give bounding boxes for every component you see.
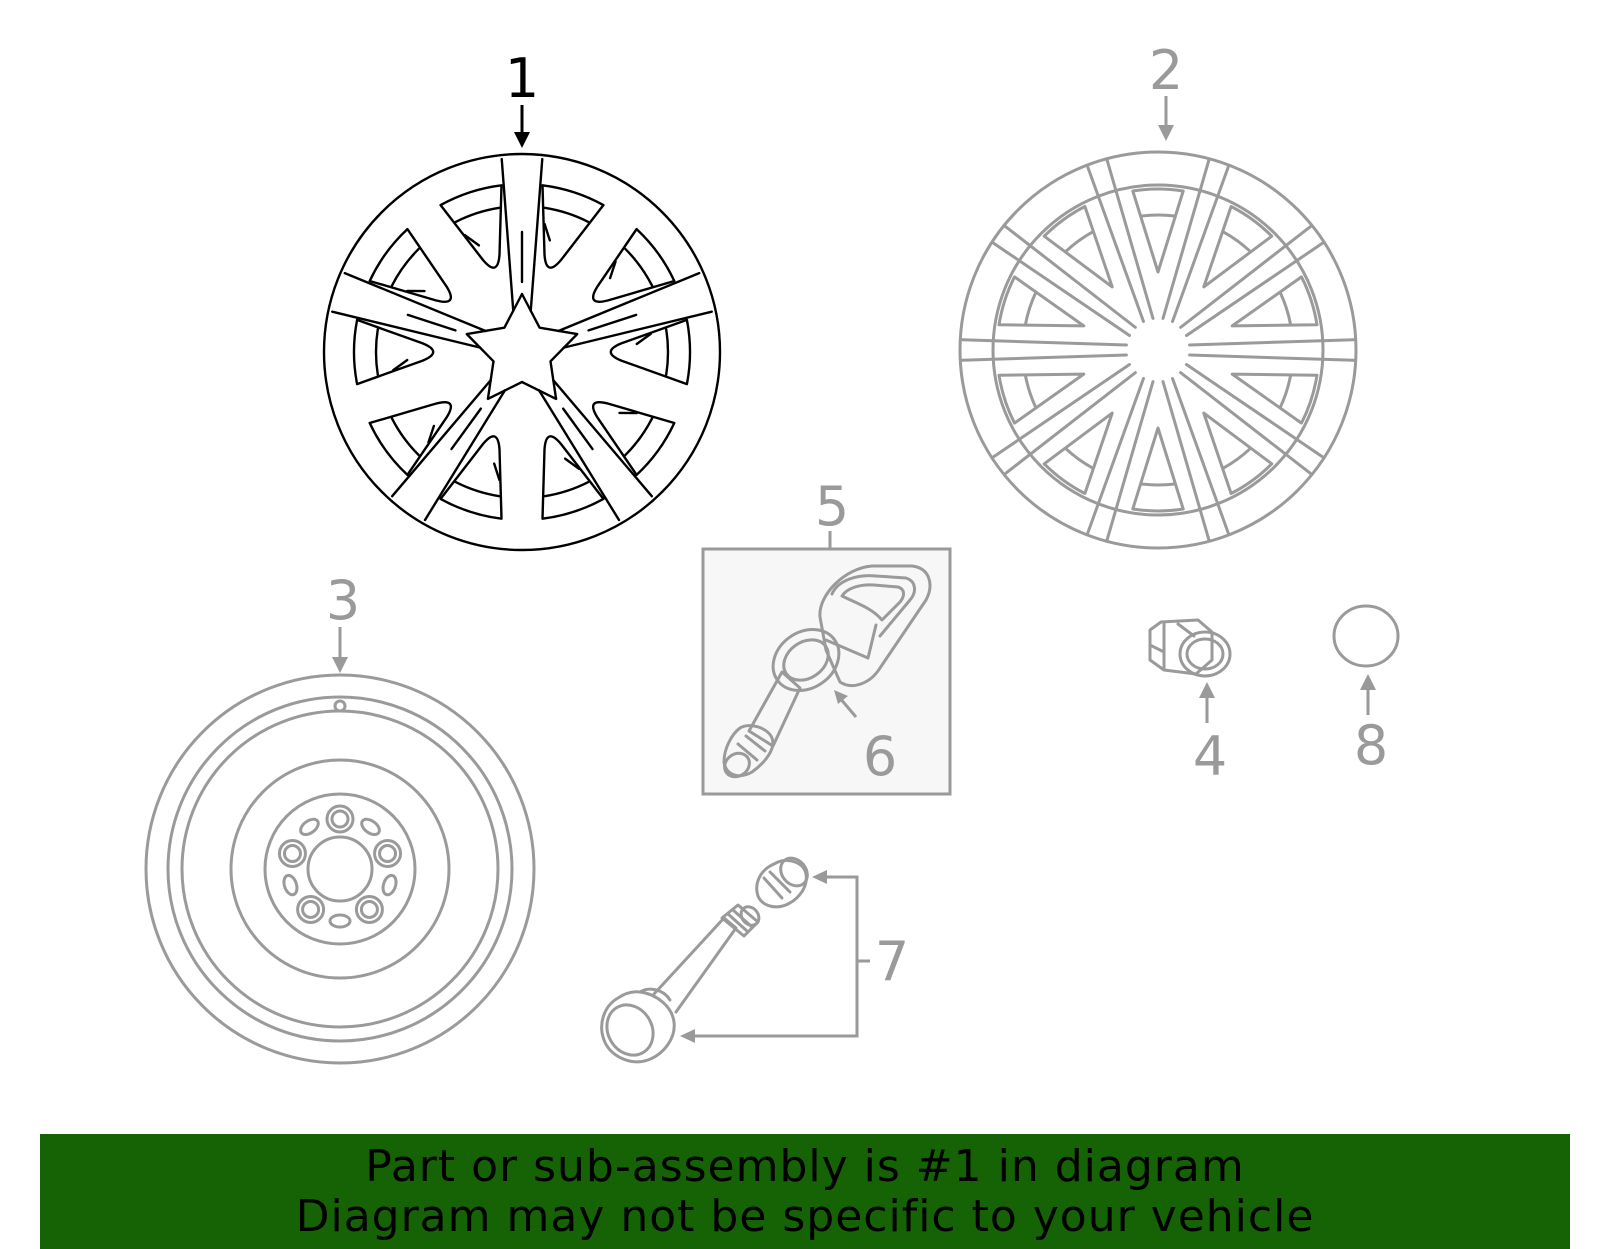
notice-banner: Part or sub-assembly is #1 in diagram Di… bbox=[40, 1134, 1570, 1249]
callout-8[interactable]: 8 bbox=[1354, 714, 1388, 777]
callout-8-arrow bbox=[1360, 674, 1376, 715]
callout-2-arrow bbox=[1158, 96, 1174, 141]
callout-4[interactable]: 4 bbox=[1193, 725, 1227, 788]
spare-wheel-lug-holes bbox=[277, 804, 403, 929]
callout-5[interactable]: 5 bbox=[815, 475, 849, 538]
callout-6-arrow bbox=[834, 690, 858, 718]
callout-3-arrow bbox=[332, 627, 348, 673]
callout-7-bracket bbox=[680, 870, 870, 1043]
callout-1[interactable]: 1 bbox=[505, 47, 539, 110]
callout-7[interactable]: 7 bbox=[875, 930, 909, 993]
alloy-wheel-part-1[interactable] bbox=[322, 152, 722, 552]
callout-4-arrow bbox=[1199, 682, 1215, 723]
center-cap-part-8[interactable] bbox=[1332, 604, 1400, 668]
callout-1-arrow bbox=[514, 105, 530, 148]
valve-stem-part-7[interactable] bbox=[598, 853, 813, 1064]
banner-line-2: Diagram may not be specific to your vehi… bbox=[295, 1190, 1315, 1242]
callout-3[interactable]: 3 bbox=[326, 569, 360, 632]
banner-line-1: Part or sub-assembly is #1 in diagram bbox=[365, 1140, 1245, 1192]
callout-6[interactable]: 6 bbox=[863, 725, 897, 788]
lug-nut-part-4[interactable] bbox=[1148, 618, 1232, 678]
wheel-cover-part-2[interactable] bbox=[958, 150, 1358, 550]
tpms-sensor-part-6[interactable] bbox=[720, 564, 932, 781]
callout-2[interactable]: 2 bbox=[1149, 39, 1183, 102]
spare-wheel-part-3[interactable] bbox=[144, 673, 536, 1065]
